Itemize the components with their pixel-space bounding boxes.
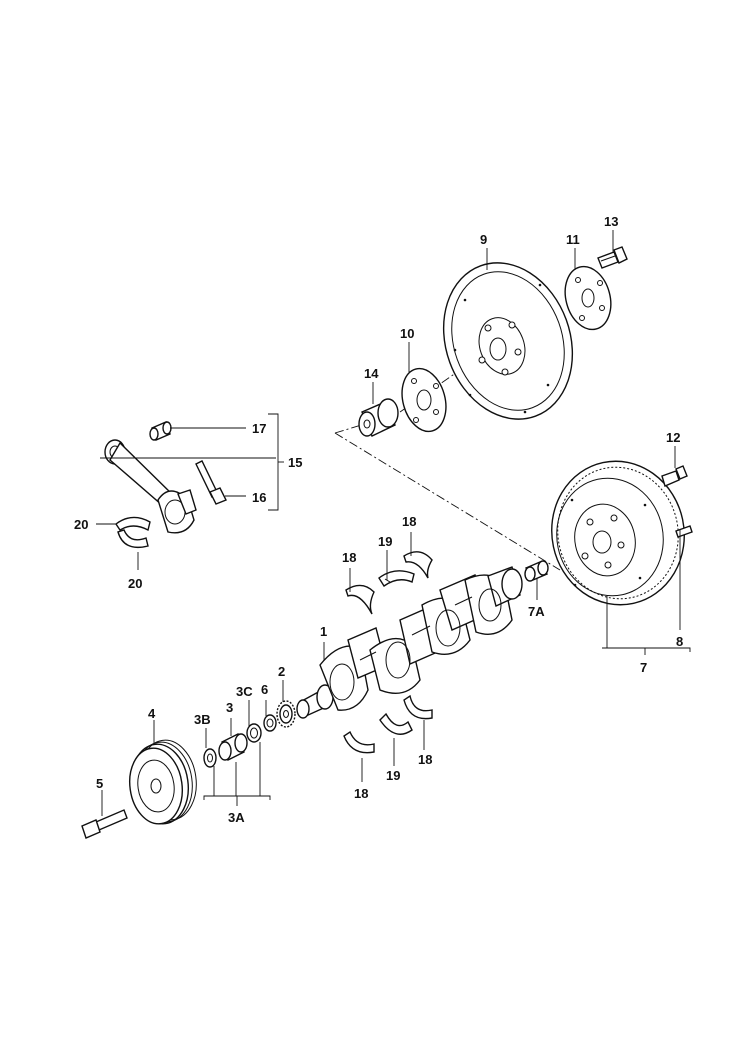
front-seal-sleeve [218, 733, 248, 761]
callout-8: 8 [676, 634, 683, 649]
flywheel-bolt [661, 465, 688, 487]
callout-19-lower: 19 [386, 768, 400, 783]
callout-20-lower: 20 [128, 576, 142, 591]
retaining-plate-front [401, 367, 447, 433]
main-bearing-lower [379, 712, 413, 735]
callout-19-upper: 19 [378, 534, 392, 549]
pilot-bearing [524, 560, 549, 582]
callout-18-upper-left: 18 [342, 550, 356, 565]
flywheel [551, 460, 685, 606]
thrust-washer-lower-right [403, 694, 433, 720]
oil-seal-ring [263, 714, 277, 732]
callout-18-upper-right: 18 [402, 514, 416, 529]
callout-14: 14 [364, 366, 379, 381]
callout-7a: 7A [528, 604, 545, 619]
flexplate [442, 262, 574, 420]
callout-16: 16 [252, 490, 266, 505]
callout-3: 3 [226, 700, 233, 715]
callout-1: 1 [320, 624, 327, 639]
crank-sprocket [276, 700, 296, 728]
callout-11: 11 [566, 232, 580, 247]
rod-bearing-lower [117, 529, 149, 549]
callout-13: 13 [604, 214, 618, 229]
callout-9: 9 [480, 232, 487, 247]
seal-retainer [246, 723, 262, 743]
callout-20-upper: 20 [74, 517, 88, 532]
callout-18-lower-right: 18 [418, 752, 432, 767]
callout-7: 7 [640, 660, 647, 675]
callout-3a: 3A [228, 810, 245, 825]
callout-12: 12 [666, 430, 680, 445]
callout-5: 5 [96, 776, 103, 791]
rod-bearing-upper [115, 516, 151, 532]
callout-10: 10 [400, 326, 414, 341]
small-end-bushing [149, 421, 172, 441]
callout-6: 6 [261, 682, 268, 697]
callout-15: 15 [288, 455, 302, 470]
leader-lines [96, 230, 691, 816]
crankshaft [296, 566, 523, 719]
front-seal-washer [203, 748, 217, 768]
callout-18-lower-left: 18 [354, 786, 368, 801]
spacer-bushing [358, 398, 399, 437]
thrust-washer-upper-left [345, 584, 375, 615]
damper-pulley [129, 739, 197, 825]
callout-3c: 3C [236, 684, 253, 699]
flexplate-bolt [597, 246, 628, 269]
callout-labels: 9 11 13 10 14 12 8 7A 7 17 15 16 20 20 1… [74, 214, 683, 825]
pulley-bolt [81, 809, 128, 839]
thrust-washer-lower-left [343, 730, 375, 754]
thrust-washer-upper-right [403, 551, 433, 579]
callout-2: 2 [278, 664, 285, 679]
callout-3b: 3B [194, 712, 211, 727]
rod-bolt [195, 460, 227, 505]
callout-4: 4 [148, 706, 156, 721]
connecting-rod [104, 439, 197, 534]
callout-17: 17 [252, 421, 266, 436]
retaining-plate-rear [564, 265, 612, 331]
main-bearing-upper [378, 570, 415, 588]
